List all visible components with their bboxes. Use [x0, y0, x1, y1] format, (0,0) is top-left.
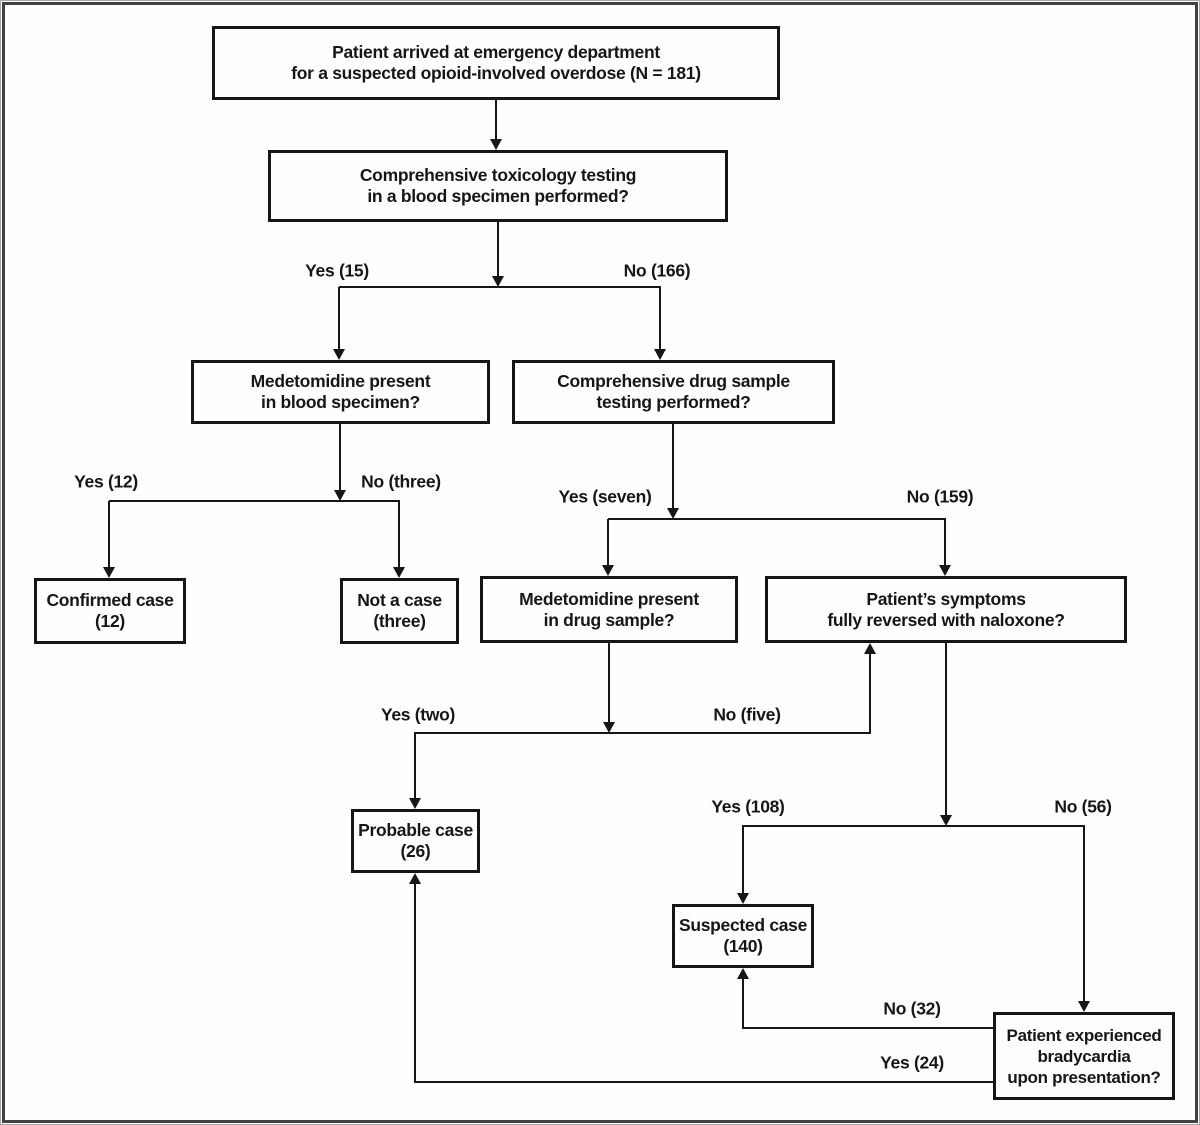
- node-text-line: upon presentation?: [1007, 1067, 1161, 1087]
- connector-line: [339, 286, 661, 288]
- arrow-up-icon: [409, 873, 421, 884]
- edge-label: Yes (12): [74, 471, 138, 492]
- connector-line: [1083, 826, 1085, 1001]
- connector-line: [495, 100, 497, 139]
- node-text-line: Patient arrived at emergency department: [332, 42, 660, 62]
- arrow-down-icon: [1078, 1001, 1090, 1012]
- connector-line: [414, 884, 416, 1083]
- node-text-line: Medetomidine present: [250, 371, 431, 391]
- node-text-line: Comprehensive toxicology testing: [359, 165, 637, 185]
- connector-line: [742, 825, 1085, 827]
- arrow-down-icon: [602, 565, 614, 576]
- arrow-down-icon: [103, 567, 115, 578]
- connector-line: [945, 643, 947, 815]
- edge-label: Yes (24): [880, 1052, 944, 1073]
- edge-label: Yes (108): [711, 796, 785, 817]
- connector-line: [497, 222, 499, 276]
- edge-label: Yes (15): [305, 260, 369, 281]
- node-suspected-case: Suspected case (140): [672, 904, 814, 968]
- node-text-line: Comprehensive drug sample: [557, 371, 790, 391]
- connector-line: [869, 654, 871, 733]
- arrow-down-icon: [603, 722, 615, 733]
- node-text-line: testing performed?: [596, 392, 751, 412]
- connector-line: [608, 643, 610, 722]
- arrow-down-icon: [737, 893, 749, 904]
- edge-label: Yes (two): [380, 704, 456, 725]
- node-naloxone-reversal-question: Patient’s symptoms fully reversed with n…: [765, 576, 1127, 643]
- edge-label: No (159): [906, 486, 974, 507]
- connector-line: [607, 519, 609, 565]
- node-text-line: in blood specimen?: [261, 392, 420, 412]
- arrow-up-icon: [864, 643, 876, 654]
- node-text-line: (12): [95, 611, 125, 631]
- connector-line: [742, 826, 744, 893]
- node-text-line: Medetomidine present: [519, 588, 699, 609]
- arrow-down-icon: [492, 276, 504, 287]
- edge-label: Yes (seven): [558, 486, 652, 507]
- node-drug-sample-testing-question: Comprehensive drug sample testing perfor…: [512, 360, 835, 424]
- edge-label: No (32): [883, 998, 941, 1019]
- node-text-line: in a blood specimen performed?: [367, 186, 629, 206]
- node-text-line: Not a case: [357, 590, 442, 610]
- node-text-line: (26): [400, 841, 431, 861]
- arrow-down-icon: [667, 508, 679, 519]
- connector-line: [398, 501, 400, 567]
- node-text-line: (three): [373, 611, 426, 631]
- connector-line: [944, 519, 946, 565]
- edge-label: No (three): [361, 471, 441, 492]
- node-medetomidine-blood-question: Medetomidine present in blood specimen?: [191, 360, 490, 424]
- arrow-down-icon: [939, 565, 951, 576]
- connector-line: [742, 979, 744, 1029]
- node-blood-toxicology-question: Comprehensive toxicology testing in a bl…: [268, 150, 728, 222]
- arrow-up-icon: [737, 968, 749, 979]
- edge-label: No (five): [713, 704, 781, 725]
- connector-line: [338, 287, 340, 349]
- node-text-line: Patient experienced: [1006, 1025, 1162, 1045]
- node-text-line: for a suspected opioid-involved overdose…: [291, 63, 701, 83]
- arrow-down-icon: [409, 798, 421, 809]
- connector-line: [659, 287, 661, 349]
- connector-line: [414, 1081, 993, 1083]
- node-text-line: Suspected case: [678, 915, 808, 935]
- node-arrival: Patient arrived at emergency department …: [212, 26, 780, 100]
- edge-label: No (166): [623, 260, 691, 281]
- node-text-line: Probable case: [358, 820, 473, 840]
- node-text-line: Confirmed case: [46, 590, 174, 610]
- arrow-down-icon: [333, 349, 345, 360]
- arrow-down-icon: [490, 139, 502, 150]
- arrow-down-icon: [334, 490, 346, 501]
- connector-line: [109, 500, 400, 502]
- node-text-line: Patient’s symptoms: [866, 588, 1026, 609]
- node-confirmed-case: Confirmed case (12): [34, 578, 186, 644]
- arrow-down-icon: [654, 349, 666, 360]
- connector-line: [672, 424, 674, 508]
- node-bradycardia-question: Patient experienced bradycardia upon pre…: [993, 1012, 1175, 1100]
- node-medetomidine-drug-sample-question: Medetomidine present in drug sample?: [480, 576, 738, 643]
- connector-line: [414, 732, 871, 734]
- connector-line: [108, 501, 110, 567]
- connector-line: [414, 733, 416, 798]
- node-text-line: in drug sample?: [543, 609, 675, 630]
- node-text-line: fully reversed with naloxone?: [827, 609, 1065, 630]
- connector-line: [339, 424, 341, 490]
- edge-label: No (56): [1054, 796, 1112, 817]
- node-text-line: bradycardia: [1037, 1046, 1131, 1066]
- node-probable-case: Probable case (26): [351, 809, 480, 873]
- connector-line: [742, 1027, 993, 1029]
- arrow-down-icon: [940, 815, 952, 826]
- connector-line: [608, 518, 946, 520]
- arrow-down-icon: [393, 567, 405, 578]
- node-not-a-case: Not a case (three): [340, 578, 459, 644]
- node-text-line: (140): [723, 936, 763, 956]
